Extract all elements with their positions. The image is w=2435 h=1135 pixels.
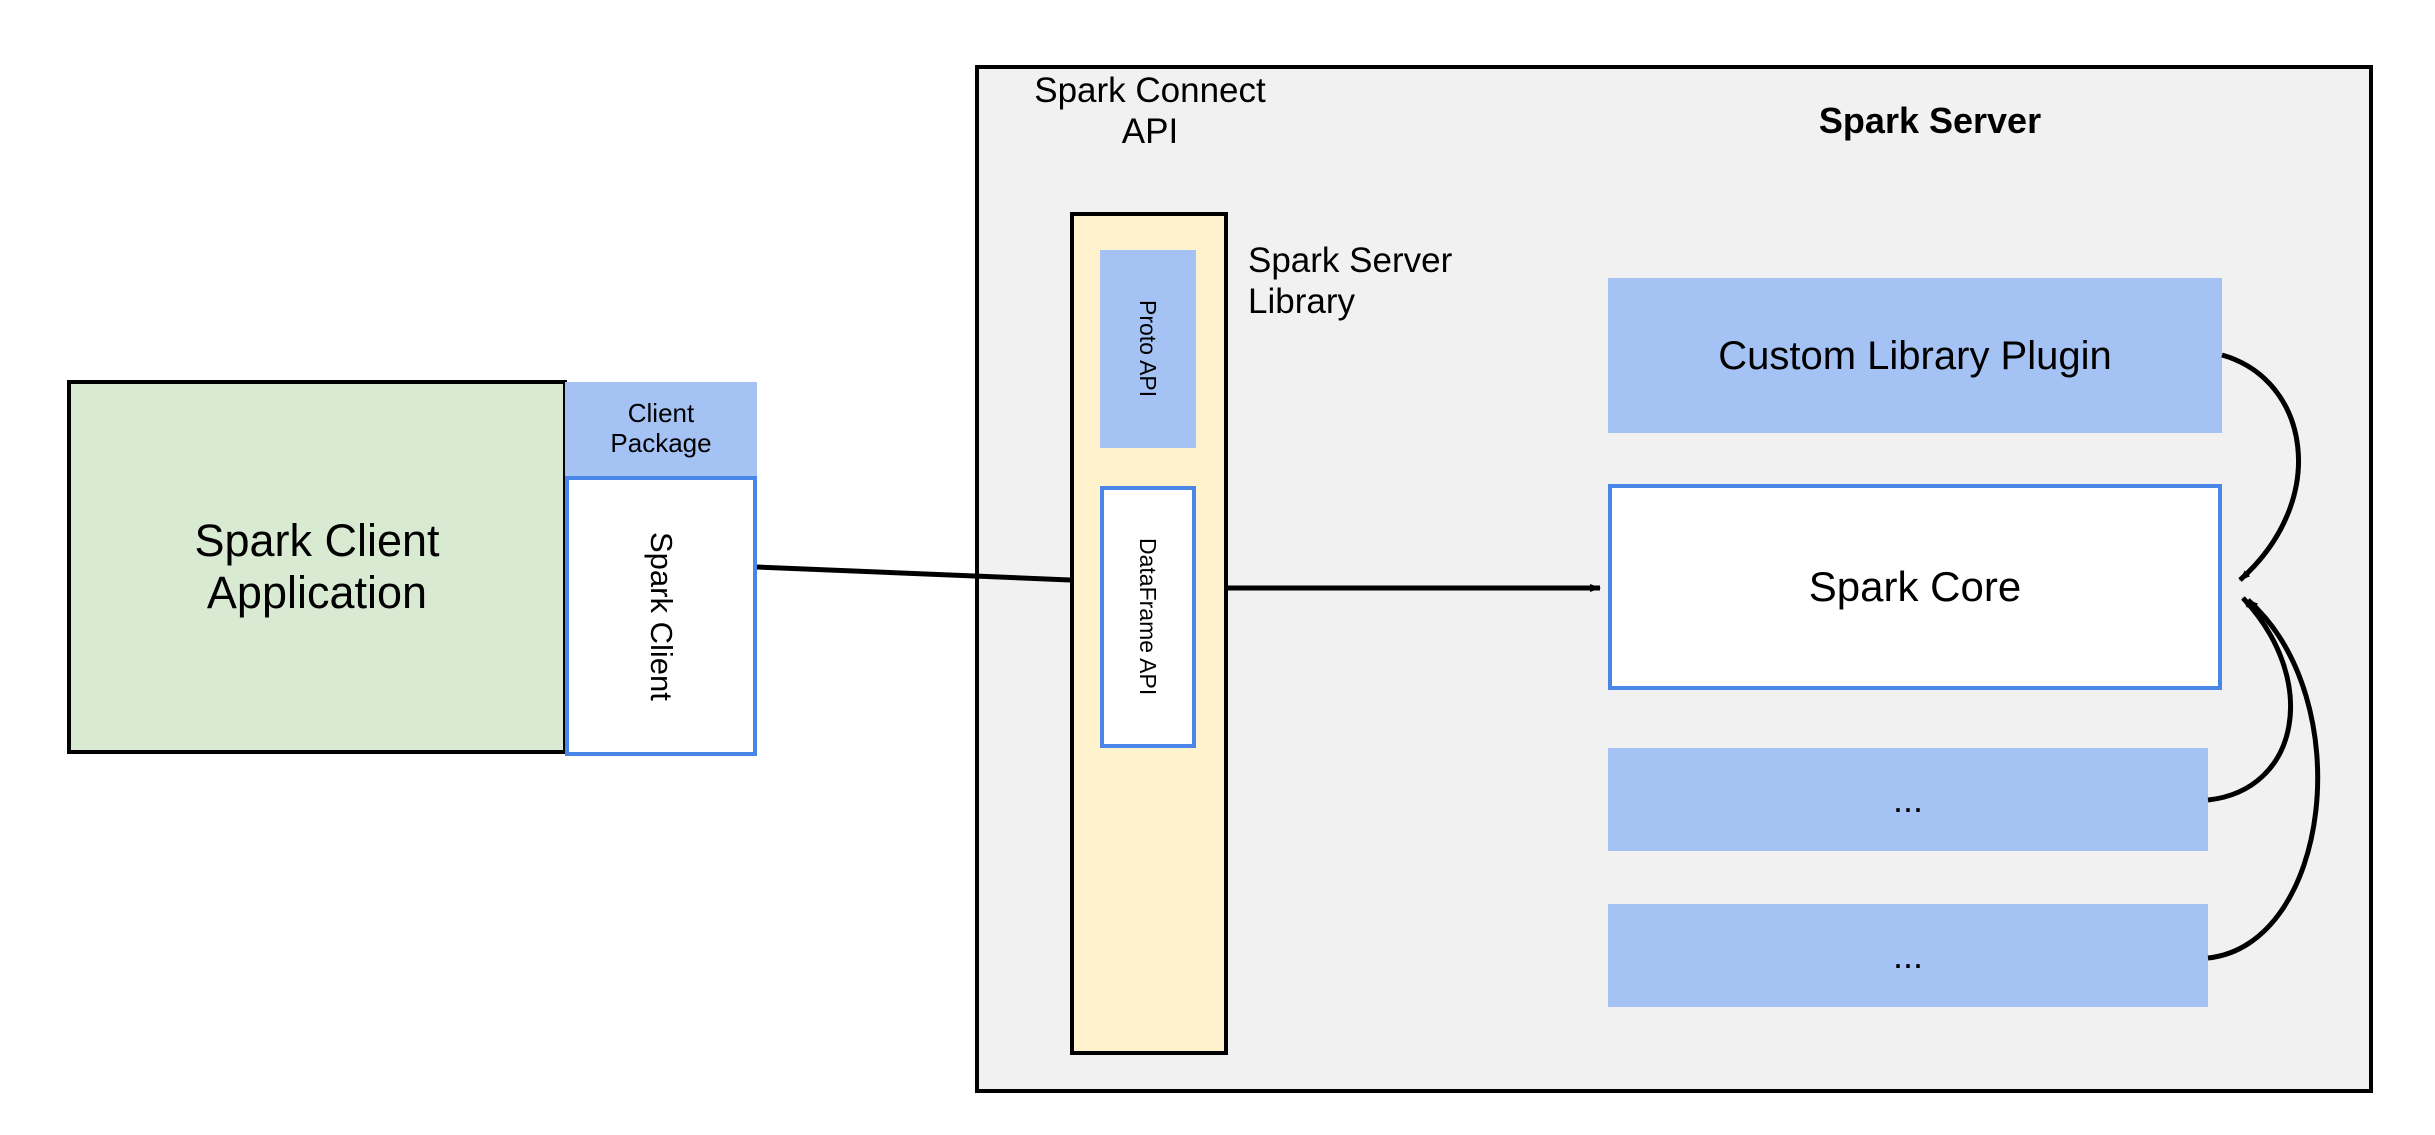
ellipsis-box-1: ... <box>1608 748 2208 851</box>
spark-client-application-box: Spark Client Application <box>67 380 567 754</box>
spark-connect-api-label: Spark Connect API <box>1034 71 1266 152</box>
spark-server-title: Spark Server <box>1818 100 2042 141</box>
proto-api-label: Proto API <box>1135 300 1162 398</box>
spark-server-library-label: Spark Server Library <box>1248 241 1453 322</box>
dataframe-api-box: DataFrame API <box>1100 486 1196 748</box>
custom-library-plugin-box: Custom Library Plugin <box>1608 278 2222 433</box>
spark-core-box: Spark Core <box>1608 484 2222 690</box>
dataframe-api-label: DataFrame API <box>1135 538 1162 696</box>
ellipsis-box-2: ... <box>1608 904 2208 1007</box>
proto-api-box: Proto API <box>1100 250 1196 448</box>
spark-client-label: Spark Client <box>643 531 679 701</box>
spark-client-box: Spark Client <box>565 476 757 756</box>
client-package-box: Client Package <box>565 382 757 476</box>
